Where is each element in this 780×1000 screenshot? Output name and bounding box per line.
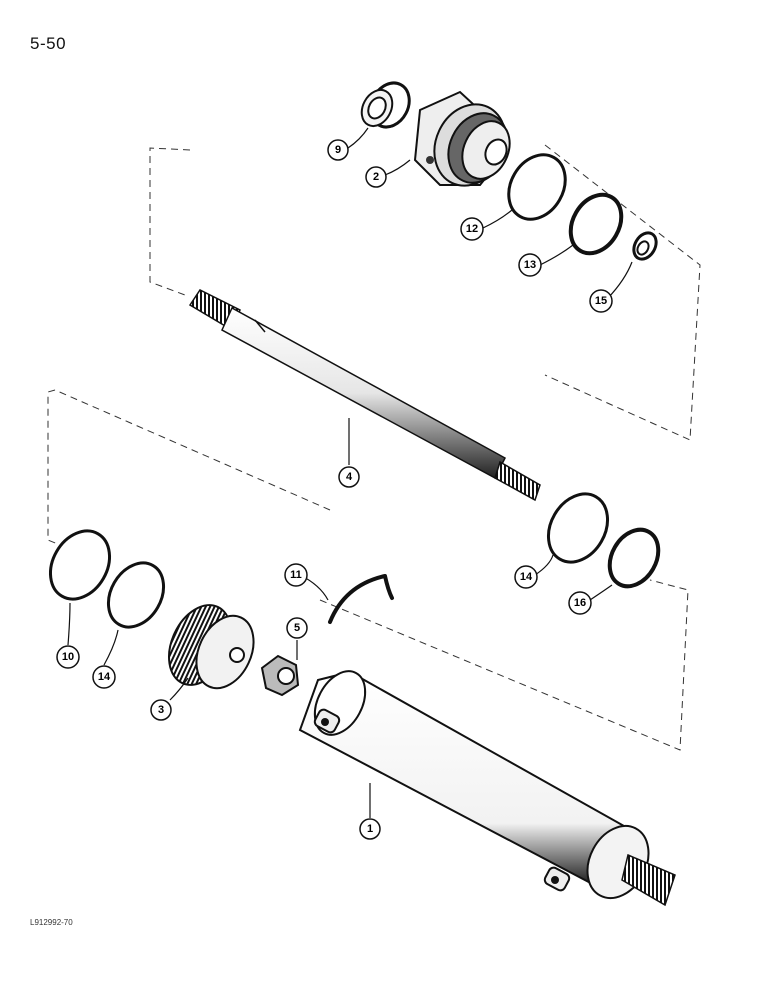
part-14-ring-lower: [106, 561, 166, 629]
page-number: 5-50: [30, 34, 67, 53]
callout-5: 5: [286, 617, 308, 639]
alignment-dashed-line-lower: [47, 389, 689, 751]
svg-text:10: 10: [62, 651, 74, 663]
callout-14-upper: 14: [514, 565, 538, 589]
part-14-ring-upper: [546, 492, 610, 564]
part-5-nut: [260, 654, 300, 697]
callout-15: 15: [589, 289, 613, 313]
callout-9: 9: [327, 139, 349, 161]
svg-text:14: 14: [98, 671, 111, 683]
part-4-piston-rod: [188, 289, 541, 502]
leader-lines: [67, 127, 633, 818]
part-11-retaining-clip: [328, 574, 394, 624]
callout-14-lower: 14: [92, 665, 116, 689]
part-1-cylinder-barrel: [298, 670, 676, 907]
part-10-ring: [48, 529, 112, 601]
callout-13: 13: [518, 253, 542, 277]
svg-text:3: 3: [158, 704, 164, 716]
svg-text:14: 14: [520, 571, 533, 583]
svg-text:12: 12: [466, 223, 478, 235]
part-9-seal: [360, 81, 411, 129]
callout-10: 10: [56, 645, 80, 669]
svg-text:4: 4: [346, 471, 353, 483]
svg-text:9: 9: [335, 144, 341, 156]
figure-code: L912992-70: [30, 918, 73, 927]
svg-text:11: 11: [290, 569, 302, 581]
part-13-o-ring: [568, 192, 624, 256]
svg-text:15: 15: [595, 295, 607, 307]
svg-text:13: 13: [524, 259, 536, 271]
part-16-o-ring: [607, 527, 661, 589]
svg-text:2: 2: [373, 171, 379, 183]
callout-11: 11: [284, 563, 308, 587]
svg-text:5: 5: [294, 622, 300, 634]
callout-16: 16: [568, 591, 592, 615]
part-2-gland: [413, 90, 511, 187]
part-3-piston: [168, 604, 255, 690]
alignment-dashed-line-upper: [149, 144, 701, 441]
part-12-ring: [507, 153, 567, 221]
callout-2: 2: [365, 166, 387, 188]
svg-text:16: 16: [574, 597, 586, 609]
callout-3: 3: [150, 699, 172, 721]
callout-1: 1: [359, 818, 381, 840]
part-15-seal: [632, 231, 658, 261]
svg-text:1: 1: [367, 823, 373, 835]
callout-12: 12: [460, 217, 484, 241]
callout-4: 4: [338, 466, 360, 488]
